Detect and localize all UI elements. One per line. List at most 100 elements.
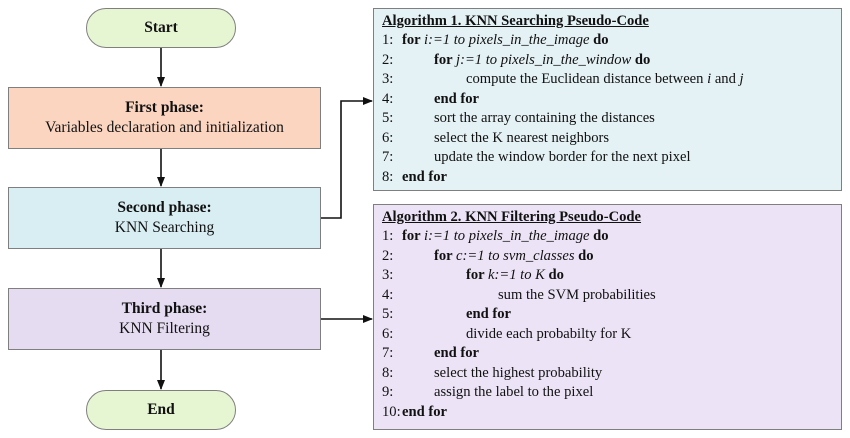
line-number: 6: xyxy=(382,325,394,342)
line-number: 8: xyxy=(382,168,394,185)
code-text: end for xyxy=(466,305,511,325)
third-phase-box: Third phase: KNN Filtering xyxy=(8,288,321,350)
code-line: 1: for i:=1 to pixels_in_the_image do xyxy=(382,227,835,247)
keyword: do xyxy=(589,228,609,244)
statement-text: and xyxy=(711,71,740,87)
statement-text: sum the SVM probabilities xyxy=(498,286,656,303)
code-text: for i:=1 to pixels_in_the_image do xyxy=(402,31,609,51)
code-line: 2:for c:=1 to svm_classes do xyxy=(382,247,835,267)
code-line: 4: sum the SVM probabilities xyxy=(382,286,835,306)
code-line: 6: divide each probabilty for K xyxy=(382,325,835,345)
line-number: 7: xyxy=(382,149,394,165)
code-text: select the K nearest neighbors xyxy=(434,129,609,149)
second-phase-description: KNN Searching xyxy=(114,219,215,236)
line-number: 5: xyxy=(382,306,394,322)
code-line: 2: for j:=1 to pixels_in_the_window do xyxy=(382,51,835,71)
arrow-second-phase-to-algorithm-1 xyxy=(321,97,373,219)
keyword: do xyxy=(544,267,564,283)
line-number: 10: xyxy=(382,403,401,420)
first-phase-description: Variables declaration and initialization xyxy=(45,119,284,136)
code-line: 5: sort the array containing the distance… xyxy=(382,109,835,129)
code-text: end for xyxy=(434,90,479,110)
keyword: end for xyxy=(434,90,479,107)
code-text: update the window border for the next pi… xyxy=(434,148,691,168)
code-text: end for xyxy=(402,403,447,423)
statement-text: divide each probabilty for K xyxy=(466,325,632,342)
algorithm-1-box: Algorithm 1. KNN Searching Pseudo-Code 1… xyxy=(373,8,842,191)
start-terminal: Start xyxy=(86,8,236,48)
code-text: sort the array containing the distances xyxy=(434,109,655,129)
algorithm-2-box: Algorithm 2. KNN Filtering Pseudo-Code 1… xyxy=(373,204,842,430)
end-terminal: End xyxy=(86,390,236,430)
statement-text: assign the label to the pixel xyxy=(434,384,594,400)
algorithm-1-lines: 1: for i:=1 to pixels_in_the_image do 2: fo… xyxy=(382,31,835,187)
code-line: 3: compute the Euclidean distance between… xyxy=(382,70,835,90)
keyword: do xyxy=(574,247,594,264)
code-text: end for xyxy=(402,168,447,188)
algorithm-2-title: Algorithm 2. KNN Filtering Pseudo-Code xyxy=(382,209,642,225)
line-number: 7: xyxy=(382,345,394,361)
code-text: divide each probabilty for K xyxy=(466,325,631,345)
line-number: 6: xyxy=(382,129,394,146)
second-phase-box: Second phase: KNN Searching xyxy=(8,187,321,249)
statement-text: compute the Euclidean distance between xyxy=(466,71,708,87)
line-number: 2: xyxy=(382,51,394,68)
variable-text: i:=1 to pixels_in_the_image xyxy=(424,32,590,48)
code-text: for j:=1 to pixels_in_the_window do xyxy=(434,51,650,71)
variable-text: i:=1 to pixels_in_the_image xyxy=(424,228,590,244)
third-phase-description: KNN Filtering xyxy=(119,320,210,337)
code-line: 8: end for xyxy=(382,168,835,188)
variable-text: j:=1 to pixels_in_the_window xyxy=(456,51,632,68)
code-text: select the highest probability xyxy=(434,364,602,384)
first-phase-title: First phase: xyxy=(125,99,204,116)
variable-text: i xyxy=(707,71,712,87)
keyword: for xyxy=(402,32,425,48)
code-line: 10:end for xyxy=(382,403,835,423)
line-number: 1: xyxy=(382,32,394,48)
statement-text: sort the array containing the distances xyxy=(434,110,655,126)
keyword: for xyxy=(402,228,425,244)
line-number: 1: xyxy=(382,228,394,244)
end-label: End xyxy=(147,401,175,418)
first-phase-box: First phase: Variables declaration and i… xyxy=(8,87,321,149)
line-number: 4: xyxy=(382,286,394,303)
code-line: 7: update the window border for the next … xyxy=(382,148,835,168)
keyword: for xyxy=(434,51,457,68)
code-text: compute the Euclidean distance between i… xyxy=(466,70,744,90)
start-label: Start xyxy=(144,19,178,36)
code-line: 5: end for xyxy=(382,305,835,325)
keyword: end for xyxy=(402,403,447,420)
code-line: 1: for i:=1 to pixels_in_the_image do xyxy=(382,31,835,51)
algorithm-1-title: Algorithm 1. KNN Searching Pseudo-Code xyxy=(382,13,649,29)
code-text: for k:=1 to K do xyxy=(466,266,564,286)
second-phase-title: Second phase: xyxy=(117,199,212,216)
keyword: do xyxy=(631,51,651,68)
keyword: end for xyxy=(466,306,511,322)
statement-text: update the window border for the next pi… xyxy=(434,149,691,165)
statement-text: select the K nearest neighbors xyxy=(434,129,610,146)
code-text: sum the SVM probabilities xyxy=(498,286,656,306)
code-line: 9: assign the label to the pixel xyxy=(382,383,835,403)
third-phase-title: Third phase: xyxy=(121,300,208,317)
keyword: do xyxy=(589,32,609,48)
keyword: for xyxy=(434,247,457,264)
line-number: 5: xyxy=(382,110,394,126)
code-line: 7: end for xyxy=(382,344,835,364)
code-line: 3: for k:=1 to K do xyxy=(382,266,835,286)
code-line: 6: select the K nearest neighbors xyxy=(382,129,835,149)
keyword: for xyxy=(466,267,489,283)
variable-text: j xyxy=(739,71,744,87)
line-number: 9: xyxy=(382,384,394,400)
line-number: 2: xyxy=(382,247,394,264)
line-number: 3: xyxy=(382,267,394,283)
line-number: 4: xyxy=(382,90,394,107)
keyword: end for xyxy=(402,168,447,185)
code-text: assign the label to the pixel xyxy=(434,383,593,403)
variable-text: k:=1 to K xyxy=(488,267,545,283)
code-text: for i:=1 to pixels_in_the_image do xyxy=(402,227,609,247)
statement-text: select the highest probability xyxy=(434,364,603,381)
code-line: 4: end for xyxy=(382,90,835,110)
keyword: end for xyxy=(434,345,479,361)
line-number: 3: xyxy=(382,71,394,87)
